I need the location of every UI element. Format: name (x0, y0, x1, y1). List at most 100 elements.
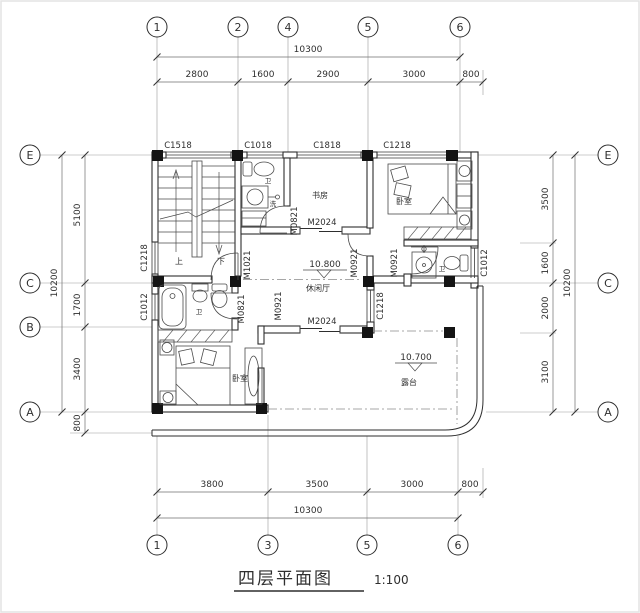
window-c1018 (247, 151, 283, 159)
window-c1218-top (377, 151, 447, 159)
axis-bottom-3: 3 (257, 534, 279, 556)
label-m1021: M1021 (243, 251, 253, 280)
axis-right-E: E (597, 144, 619, 166)
axis-left-E: E (19, 144, 41, 166)
stair-down-label: 下 (217, 257, 225, 266)
dim-left-3: 3400 (73, 357, 83, 380)
axis-left-A: A (19, 401, 41, 423)
dim-right-1: 3500 (541, 187, 551, 210)
svg-text:E: E (27, 149, 34, 162)
label-c1012-right: C1012 (480, 249, 490, 277)
dim-top-2: 1600 (252, 70, 275, 80)
level-lounge-value: 10.800 (309, 260, 341, 270)
bath-right-label: 卫 (439, 265, 446, 273)
dimension-ticks (58, 53, 579, 522)
dim-top-3: 2900 (317, 70, 340, 80)
label-c1018: C1018 (244, 141, 272, 151)
beam-lines (243, 279, 458, 424)
dim-right-total: 10200 (563, 268, 573, 297)
columns (152, 150, 458, 414)
dimension-texts: 10300 2800 1600 2900 3000 800 10200 5100… (50, 45, 573, 516)
window-c1818 (297, 151, 361, 159)
door-m2024-study (299, 227, 343, 234)
window-labels: C1518 C1018 C1818 C1218 C1218 C1012 C101… (140, 141, 490, 321)
walls (151, 151, 479, 413)
terrace-railing (151, 285, 484, 437)
title-scale: 1:100 (374, 573, 409, 587)
svg-text:E: E (605, 149, 612, 162)
label-c1518: C1518 (164, 141, 192, 151)
windows (151, 151, 479, 322)
dim-right-4: 3100 (541, 360, 551, 383)
dim-bottom-4: 800 (461, 480, 478, 490)
closet-sw (157, 329, 233, 343)
level-terrace-value: 10.700 (400, 353, 432, 363)
title-text: 四层平面图 (238, 569, 333, 589)
dim-right-3: 2000 (541, 296, 551, 319)
label-c1218-mid: C1218 (376, 292, 386, 320)
axis-bottom-5: 5 (356, 534, 378, 556)
axis-top-2: 2 (227, 16, 249, 38)
study-label: 书房 (312, 190, 328, 200)
dim-top-5: 800 (462, 70, 479, 80)
svg-text:C: C (26, 277, 34, 290)
axis-top-4: 4 (277, 16, 299, 38)
label-c1218-left: C1218 (140, 244, 150, 272)
label-m0921-bath: M0921 (390, 249, 400, 278)
dim-right-2: 1600 (541, 251, 551, 274)
label-c1818: C1818 (313, 141, 341, 151)
axis-right-A: A (597, 401, 619, 423)
bath-top-label: 卫 (265, 177, 272, 185)
svg-text:5: 5 (365, 21, 372, 34)
label-m0921-hall: M0921 (350, 249, 360, 278)
door-m0921-hall (347, 233, 371, 257)
door-labels: M2024 M2024 M1021 M0821 M0821 M0921 M092… (237, 207, 400, 327)
label-m0821-sw: M0821 (237, 295, 247, 324)
svg-text:B: B (26, 321, 34, 334)
door-m1021 (210, 252, 239, 281)
label-c1218-top: C1218 (383, 141, 411, 151)
bedroom-ne-label: 卧室 (396, 196, 412, 206)
terrace-label: 露台 (401, 377, 417, 387)
window-c1218-left (151, 242, 159, 274)
label-c1012-left: C1012 (140, 293, 150, 321)
wash-label: 洗 (270, 199, 277, 208)
dim-bottom-total: 10300 (294, 506, 323, 516)
dim-top-4: 3000 (403, 70, 426, 80)
dimension-lines (58, 53, 579, 522)
bathroom-top-fixtures: 卫 洗 (241, 161, 280, 227)
room-labels: 书房 休闲厅 露台 (306, 190, 417, 387)
svg-text:A: A (26, 406, 34, 419)
window-c1518 (166, 151, 231, 159)
window-c1012-right (470, 248, 479, 278)
dim-left-2: 1700 (73, 293, 83, 316)
lounge-label: 休闲厅 (306, 283, 330, 293)
svg-text:4: 4 (285, 21, 292, 34)
dim-top-total: 10300 (294, 45, 323, 55)
label-m0921-bedroom: M0921 (274, 292, 284, 321)
door-m0821-top (259, 205, 288, 234)
dim-bottom-2: 3500 (306, 480, 329, 490)
axis-bottom-6: 6 (447, 534, 469, 556)
axis-top-5: 5 (357, 16, 379, 38)
svg-text:C: C (604, 277, 612, 290)
bedroom-sw-label: 卧室 (232, 373, 248, 383)
level-mark-lounge: 10.800 (303, 260, 347, 279)
bedroom-ne-fixtures: 卧室 (387, 160, 473, 230)
svg-text:1: 1 (154, 539, 161, 552)
bathroom-right-fixtures: 卫 (411, 245, 469, 279)
label-m0821-top: M0821 (290, 207, 300, 236)
window-c1218-mid (366, 290, 375, 322)
svg-text:6: 6 (455, 539, 462, 552)
door-m0821-sw (210, 292, 238, 320)
axis-bubbles: 1 2 4 5 6 E C B A E C A 1 3 5 6 (19, 16, 619, 556)
level-mark-terrace: 10.700 (395, 353, 437, 372)
dim-bottom-1: 3800 (201, 480, 224, 490)
dim-left-4: 800 (73, 414, 83, 431)
svg-text:3: 3 (265, 539, 272, 552)
window-c1012-left (151, 294, 159, 320)
svg-text:1: 1 (154, 21, 161, 34)
axis-left-B: B (19, 316, 41, 338)
